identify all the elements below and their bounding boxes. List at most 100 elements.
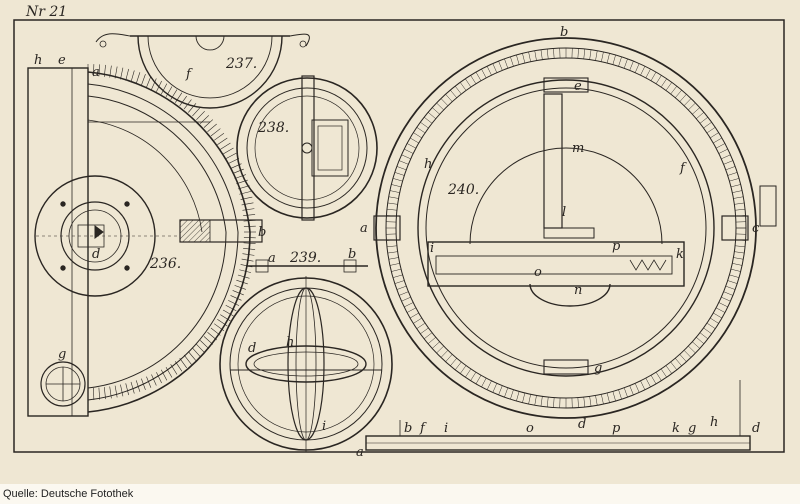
scale-tick [222,309,234,317]
label-240-p: p [612,239,621,254]
scale-tick [516,391,520,402]
scale-tick [151,78,157,90]
scale-tick [228,300,240,306]
label-h: h [34,53,42,68]
scale-tick [679,354,687,362]
label-bar-b: b [404,421,412,436]
scale-tick [420,327,429,335]
label-bar-i: i [444,421,448,436]
scale-tick [650,375,657,385]
scale-tick [583,48,586,59]
label-240-m: m [572,141,584,156]
scale-tick [692,341,700,349]
scale-tick [232,168,244,174]
scale-tick [241,202,254,206]
scale-tick [114,385,118,398]
scale-tick [706,322,716,329]
scale-tick [618,56,622,67]
image-credit: Quelle: Deutsche Fotothek [3,488,134,500]
scale-tick [623,58,628,69]
scale-tick [188,103,197,113]
scale-tick [141,74,146,86]
figure-240-circle [365,37,777,451]
figure-238-dial [236,75,378,221]
scale-tick [465,78,472,88]
scale-tick [391,268,402,272]
scale-tick [445,94,453,102]
scale-tick [450,89,457,98]
label-240-c: c [752,221,760,236]
scale-tick [710,317,719,324]
scale-tick [399,291,409,296]
scale-tick [699,332,708,340]
scale-tick [432,341,440,349]
scale-tick [623,387,628,398]
scale-tick [540,396,543,407]
scale-tick [401,296,411,302]
label-g: g [58,347,66,362]
scale-tick [470,372,477,381]
scale-tick [392,274,403,278]
scale-tick [589,49,592,60]
scale-tick [660,368,667,378]
scale-tick [416,127,426,134]
scale-tick [151,374,157,386]
figure-239-number: 239. [289,250,321,266]
scale-tick [481,377,487,388]
scale-tick [230,295,242,301]
scale-tick [465,368,472,378]
label-bar-g: g [688,421,696,436]
scale-tick [424,332,433,340]
scale-tick [727,280,738,284]
scale-tick [234,285,246,290]
scale-tick [183,354,192,365]
scale-tick [713,312,723,319]
scale-tick [165,86,173,98]
scale-tick [391,184,402,188]
scale-tick [120,67,124,80]
scale-tick [120,384,124,397]
scale-tick [220,142,231,150]
scale-tick [192,106,201,117]
scale-tick [683,350,692,358]
plate-border [13,19,785,453]
scale-tick [516,54,520,65]
scale-tick [203,119,214,128]
scale-tick [234,174,246,179]
scale-tick [670,86,678,95]
scale-tick [210,327,221,336]
scale-tick [595,395,598,406]
scale-tick [715,307,726,313]
scale-tick [725,166,736,171]
figure-237-number: 237. [225,56,257,72]
scale-tick [721,154,731,160]
scale-tick [207,332,217,341]
quadrant-side-bar [27,67,89,417]
scale-tick [196,110,205,120]
label-bar-h: h [710,415,718,430]
scale-tick [589,396,592,407]
scale-tick [170,364,178,375]
scale-tick [734,251,745,254]
scale-tick [504,387,509,398]
scale-tick [109,65,112,78]
scale-tick [735,208,746,211]
label-239-d: d [248,341,256,356]
scale-tick [427,337,436,344]
scale-tick [240,196,253,200]
scale-tick [665,365,673,374]
scale-tick [114,66,118,79]
scale-tick [470,75,477,84]
scale-tick [188,351,197,361]
scale-tick [475,375,482,385]
scale-tick [606,392,610,403]
label-239-b: b [348,247,356,262]
scale-tick [577,397,579,408]
label-d: d [92,247,100,262]
scale-tick [729,178,740,182]
scale-tick [409,312,419,319]
scale-tick [510,389,514,400]
scale-tick [230,163,242,169]
scale-tick [207,123,217,132]
label-e: e [58,53,66,68]
